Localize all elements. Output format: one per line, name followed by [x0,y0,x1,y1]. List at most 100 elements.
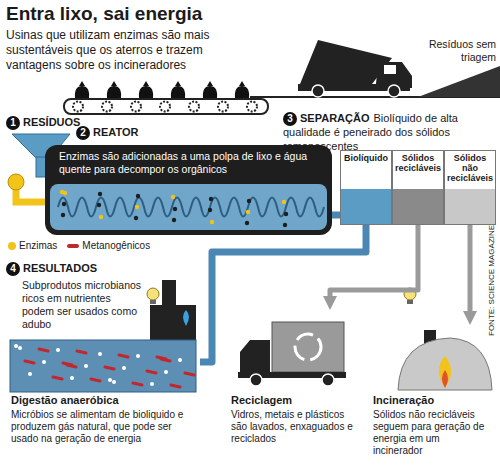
digester [136,354,140,358]
conveyor-belt [131,102,141,112]
reactor [63,191,67,195]
digester [39,349,48,351]
note: Usinas que utilizam enzimas são mais sus… [6,28,209,72]
digester [77,351,86,353]
legend-item: Metanogênicos [67,240,150,253]
recycling-truck [240,340,270,372]
dump-truck [388,85,400,97]
callout-number: 3 [283,112,297,126]
digester [162,280,176,308]
text-group: 4RESULTADOS [6,262,176,276]
garbage-bags [207,81,213,86]
digester [122,366,126,370]
digester [67,365,76,367]
recycling-truck [322,374,334,386]
digester [185,373,194,375]
node-text: Sólidos não recicláveis seguem para gera… [373,409,491,457]
reactor [45,145,332,235]
conveyor-belt [189,102,199,112]
digester [53,377,62,379]
garbage-bags [239,81,245,86]
node-text: Enzimas são adicionadas a uma polpa de l… [59,150,320,176]
reactor [282,200,286,204]
conveyor-belt [247,102,257,112]
garbage-bags [235,86,249,98]
legend-label: Metanogênicos [82,240,150,251]
legend-swatch [67,244,79,248]
digester [119,355,128,357]
pipe [332,212,340,219]
tank: Biolíquido [340,150,392,225]
reactor: Enzimas são adicionadas a uma polpa de l… [45,145,332,183]
recycling-truck [295,334,321,360]
garbage-bags [75,81,249,98]
incinerator [398,338,492,390]
dump-truck [384,65,396,74]
conveyor-belt [160,102,170,112]
pipe [200,225,366,362]
reactor [246,210,250,214]
callout-number: 2 [76,126,90,140]
flow-arrow [330,225,418,298]
garbage-bags [111,81,117,86]
digester [98,352,102,356]
legend: Enzimas Metanogênicos [8,240,160,253]
text-group: 3SEPARAÇÃOBiolíquido de alta qualidade é… [283,112,497,154]
title: Entra lixo, sai energia [6,3,202,25]
digester [28,372,32,376]
digester [91,379,100,381]
node-heading: Reciclagem [231,394,362,407]
digester [161,359,170,361]
digester [183,310,189,326]
dump-truck [418,66,500,97]
incinerator [439,356,451,388]
legend-item: Enzimas [8,240,57,253]
digester [105,367,114,369]
reactor [172,218,176,222]
light-bulb [150,300,156,304]
reactor [58,198,324,217]
light-bulb [147,288,159,300]
digester [133,383,142,385]
text-group: Subprodutos microbianos ricos em nutrien… [22,279,144,332]
recycling-truck [238,322,346,386]
digester [56,348,60,352]
recycling-truck [272,322,344,372]
text-group: FONTE: SCIENCE MAGAZINE [487,226,497,336]
reactor [173,207,177,211]
digester [171,385,180,387]
dump-truck [312,85,324,97]
recycling-truck [250,374,262,386]
digester [84,364,88,368]
node-heading: Digestão anaeróbica [11,394,196,407]
digester [14,344,194,387]
node-text: Vidros, metais e plásticos são lavados, … [231,409,362,445]
reactor [283,223,287,227]
incineration-output: IncineraçãoSólidos não recicláveis segue… [370,325,496,459]
digester [70,376,74,380]
recycling-output: ReciclagemVidros, metais e plásticos são… [228,310,366,447]
reactor [245,221,249,225]
reactor [97,203,101,207]
reactor [247,199,251,203]
reactor [208,208,212,212]
reactor [98,192,102,196]
conveyor-belt [218,102,228,112]
flow-arrow [468,225,473,313]
reactor [210,220,214,224]
callout-number: 1 [6,116,20,130]
note: Resíduos sem triagem [429,38,496,63]
reactor [135,205,139,209]
digester [150,305,196,341]
reactor [50,184,327,230]
reactor [136,194,140,198]
node-text: Sólidos não recicláveis [446,154,494,184]
reactor [45,145,332,235]
garbage-bags [107,86,121,98]
node-heading: Incineração [373,394,491,407]
note: Subprodutos microbianos ricos em nutrien… [22,279,141,330]
legend-swatch [8,242,16,250]
garbage-bags [171,86,185,98]
tank: Sólidos não recicláveis [444,150,496,225]
reactor [209,197,213,201]
